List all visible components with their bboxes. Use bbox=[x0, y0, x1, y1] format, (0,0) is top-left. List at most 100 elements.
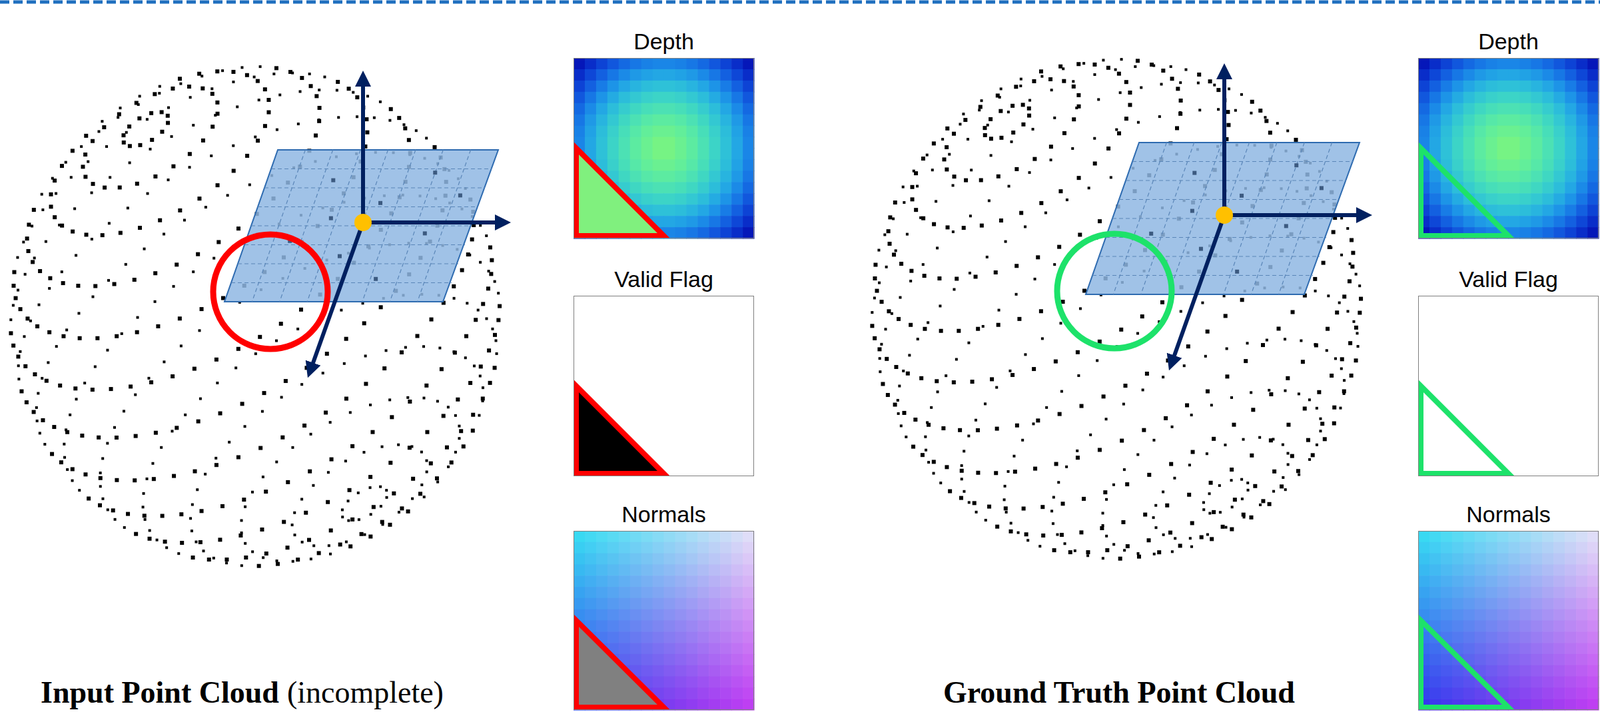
cloud-point bbox=[15, 256, 19, 260]
cloud-point bbox=[1050, 88, 1054, 92]
pixel bbox=[618, 542, 631, 554]
pixel bbox=[652, 159, 665, 172]
pixel bbox=[674, 453, 687, 466]
pixel bbox=[596, 586, 609, 599]
cloud-point bbox=[373, 116, 376, 120]
cloud-point bbox=[1173, 536, 1177, 540]
cloud-point bbox=[1240, 93, 1243, 96]
cloud-point bbox=[1356, 345, 1360, 348]
cloud-point bbox=[410, 497, 414, 501]
cloud-point bbox=[422, 495, 426, 499]
cloud-point bbox=[399, 506, 404, 511]
cloud-point bbox=[303, 510, 308, 515]
cloud-point bbox=[1246, 488, 1250, 492]
pixel bbox=[731, 80, 744, 93]
cloud-point bbox=[210, 124, 215, 129]
cloud-point bbox=[285, 480, 290, 485]
cloud-point bbox=[1163, 416, 1168, 421]
pixel bbox=[674, 575, 687, 587]
pixel bbox=[652, 609, 665, 621]
cloud-point bbox=[99, 471, 102, 475]
cloud-point bbox=[404, 346, 407, 350]
origin-dot bbox=[1215, 206, 1233, 224]
pixel bbox=[630, 586, 643, 599]
cloud-point bbox=[961, 112, 965, 116]
cloud-point bbox=[1354, 273, 1358, 276]
cloud-point bbox=[321, 371, 325, 375]
cloud-point bbox=[1089, 433, 1092, 437]
cloud-point bbox=[893, 402, 898, 407]
cloud-point bbox=[1175, 86, 1180, 91]
pixel bbox=[697, 80, 710, 93]
cloud-point bbox=[919, 376, 924, 381]
cloud-point bbox=[165, 121, 170, 126]
cloud-point bbox=[910, 197, 915, 202]
cloud-point bbox=[1077, 232, 1082, 237]
pixel bbox=[596, 620, 609, 633]
cloud-point bbox=[25, 316, 30, 321]
cloud-point bbox=[90, 237, 94, 241]
pixel bbox=[652, 125, 665, 138]
cloud-point bbox=[231, 80, 235, 84]
cloud-point bbox=[275, 339, 278, 343]
pixel bbox=[641, 181, 654, 194]
cloud-point bbox=[1087, 186, 1091, 190]
cloud-point bbox=[496, 318, 501, 323]
cloud-point bbox=[105, 442, 109, 445]
cloud-point bbox=[420, 483, 423, 487]
pixel bbox=[664, 553, 677, 565]
cloud-point bbox=[1032, 157, 1037, 162]
cloud-point bbox=[1021, 122, 1026, 127]
cloud-point bbox=[925, 153, 929, 157]
cloud-point bbox=[465, 301, 469, 305]
cloud-point bbox=[1220, 524, 1225, 529]
cloud-point bbox=[941, 137, 944, 141]
cloud-point bbox=[309, 83, 314, 88]
cloud-point bbox=[344, 337, 349, 342]
pixel bbox=[708, 375, 721, 388]
pixel bbox=[652, 564, 665, 576]
cloud-point bbox=[261, 556, 265, 559]
pixel bbox=[686, 564, 699, 576]
pixel bbox=[641, 352, 654, 365]
cloud-point bbox=[1068, 550, 1073, 555]
cloud-point bbox=[79, 145, 83, 148]
cloud-point bbox=[275, 460, 278, 464]
cloud-point bbox=[243, 424, 247, 428]
cloud-point bbox=[1115, 128, 1118, 132]
cloud-point bbox=[238, 533, 243, 538]
cloud-point bbox=[1326, 294, 1330, 298]
cloud-point bbox=[1152, 438, 1156, 442]
cloud-point bbox=[40, 377, 44, 380]
cloud-point bbox=[1297, 392, 1301, 396]
pixel bbox=[720, 318, 733, 331]
cloud-point bbox=[90, 139, 95, 144]
pixel bbox=[573, 586, 586, 599]
pixel bbox=[708, 318, 721, 331]
cloud-point bbox=[1300, 359, 1305, 364]
cloud-point bbox=[1062, 131, 1067, 136]
cloud-point bbox=[117, 185, 122, 190]
cloud-point bbox=[1354, 325, 1359, 330]
cloud-point bbox=[155, 324, 160, 329]
cloud-point bbox=[314, 93, 319, 98]
cloud-point bbox=[280, 435, 285, 440]
pixel bbox=[630, 170, 643, 183]
pixel bbox=[652, 397, 665, 409]
pixel bbox=[708, 193, 721, 206]
cloud-point bbox=[240, 401, 245, 406]
cloud-point bbox=[1223, 443, 1227, 447]
pixel bbox=[674, 408, 687, 421]
pixel bbox=[607, 553, 620, 565]
cloud-point bbox=[52, 215, 57, 220]
cloud-point bbox=[114, 435, 119, 440]
cloud-point bbox=[101, 125, 106, 130]
pixel bbox=[664, 352, 677, 365]
pixel bbox=[686, 542, 699, 554]
cloud-point bbox=[17, 377, 20, 381]
cloud-point bbox=[1179, 81, 1182, 84]
pixel bbox=[596, 341, 609, 354]
cloud-point bbox=[141, 505, 145, 509]
pixel bbox=[674, 341, 687, 354]
pixel bbox=[630, 69, 643, 82]
